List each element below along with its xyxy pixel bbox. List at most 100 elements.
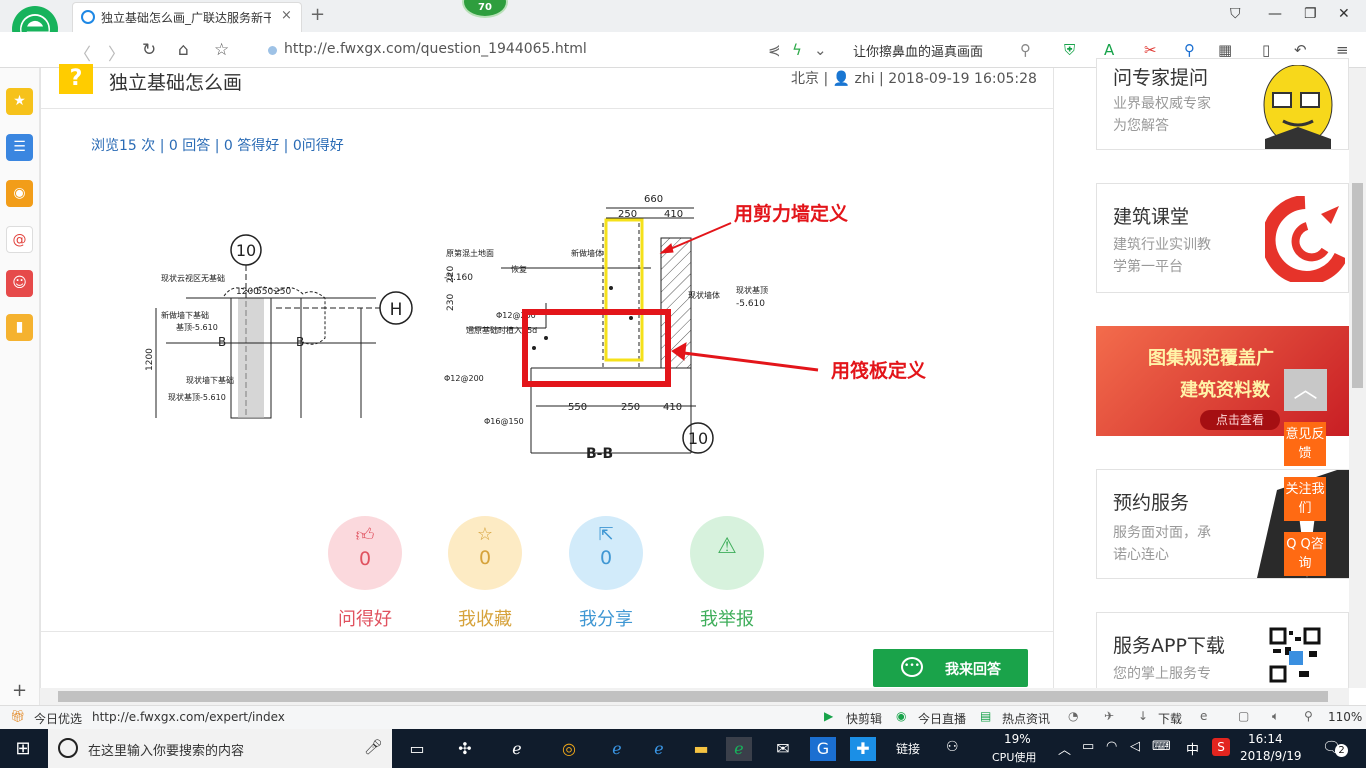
action-report-button[interactable]: ⚠ (690, 516, 764, 590)
drawing-label: Φ16@150 (484, 417, 524, 426)
ie-app-icon[interactable]: ℯ (512, 739, 522, 758)
undo-icon[interactable]: ↶ (1294, 41, 1307, 59)
speed-icon[interactable]: ◔ (1068, 709, 1079, 723)
microphone-icon[interactable]: 🎤︎ (364, 738, 384, 756)
shield-icon[interactable]: ⛨ (1064, 41, 1076, 59)
search-icon[interactable]: ⚲ (1020, 41, 1031, 59)
new-tab-button[interactable]: + (310, 4, 326, 25)
status-item[interactable]: 下载 (1158, 712, 1183, 726)
weibo-icon[interactable]: ◉ (6, 180, 33, 207)
status-item[interactable]: 热点资讯 (1002, 712, 1051, 726)
scissors-icon[interactable]: ✂ (1144, 41, 1157, 59)
back-to-top-button[interactable]: ︿ (1284, 369, 1327, 411)
warning-icon: ⚠ (717, 534, 737, 559)
favorite-icon[interactable]: ☆ (214, 40, 230, 60)
share-icon[interactable]: ⋞ (768, 41, 781, 59)
translate-icon[interactable]: A (1104, 41, 1115, 59)
plus-app-icon[interactable]: ✚ (850, 737, 876, 761)
card-title: 服务APP下载 (1113, 635, 1225, 657)
mail-app-icon[interactable]: ✉ (776, 739, 790, 758)
task-view-icon[interactable]: ▭ (409, 739, 425, 758)
sogou-icon[interactable]: S (1212, 738, 1230, 756)
site-info-icon[interactable] (268, 46, 277, 55)
phone-icon[interactable]: ▯ (1262, 41, 1271, 59)
answer-button[interactable]: ••• 我来回答 (873, 649, 1028, 687)
add-icon[interactable]: + (12, 680, 28, 701)
shirt-icon[interactable]: ⛉ (1230, 6, 1241, 22)
zoom-icon[interactable]: ⚲ (1304, 709, 1313, 723)
volume-icon[interactable]: 🔈︎ (1272, 709, 1280, 723)
game-icon[interactable]: ☺ (6, 270, 33, 297)
lightning-icon[interactable]: ϟ (792, 41, 802, 59)
clock-time[interactable]: 16:14 (1248, 732, 1283, 746)
windows-start-icon[interactable]: ⊞ (15, 738, 31, 759)
taskbar-search-input[interactable]: 在这里输入你要搜索的内容 (88, 744, 245, 759)
banner-atlas[interactable]: 图集规范覆盖广 建筑资料数 点击查看 (1096, 326, 1349, 436)
qq-consult-button[interactable]: Q Q咨询 (1284, 532, 1326, 576)
glodon-app-icon[interactable]: G (810, 737, 836, 761)
links-toolbar[interactable]: 链接 (896, 742, 921, 756)
refresh-icon[interactable]: ↻ (142, 40, 157, 60)
close-window-icon[interactable]: ✕ (1338, 6, 1350, 22)
status-item[interactable]: 快剪辑 (846, 712, 883, 726)
notification-badge[interactable]: 70 (462, 0, 508, 18)
search-input[interactable]: 让你擦鼻血的逼真画面 (853, 45, 984, 60)
tray-chevron-icon[interactable]: ︿ (1058, 743, 1072, 758)
battery-icon[interactable]: ▭ (1082, 739, 1095, 754)
news-icon[interactable]: ☰ (6, 134, 33, 161)
wifi-icon[interactable]: ◠ (1106, 739, 1118, 754)
card-course[interactable]: 建筑课堂 建筑行业实训教 学第一平台 (1096, 183, 1349, 293)
share-icon: ⇱ (598, 524, 614, 545)
action-share-label[interactable]: 我分享 (579, 609, 633, 630)
zoom-level[interactable]: 110% (1328, 710, 1363, 724)
status-item[interactable]: 今日直播 (918, 712, 967, 726)
maximize-icon[interactable]: ❐ (1304, 6, 1317, 22)
address-input[interactable]: http://e.fwxgx.com/question_1944065.html (284, 41, 587, 57)
favorites-icon[interactable]: ★ (6, 88, 33, 115)
fan-app-icon[interactable]: ✣ (458, 739, 472, 758)
banner-cta[interactable]: 点击查看 (1200, 410, 1280, 430)
magnifier-icon[interactable]: ⚲ (1184, 41, 1195, 59)
browser-360-icon[interactable]: ℯ (726, 737, 752, 761)
clock-date[interactable]: 2018/9/19 (1240, 749, 1302, 763)
people-icon[interactable]: ⚇ (946, 739, 959, 755)
action-share-button[interactable]: ⇱ 0 (569, 516, 643, 590)
vertical-scrollbar[interactable] (1349, 68, 1366, 688)
tab-close-icon[interactable]: × (281, 8, 292, 23)
apps-icon[interactable]: ▦ (1218, 41, 1233, 59)
foundation-drawing: 10 1200 1200 550 250 B B 现状云视区无基础 新做墙下基础… (145, 194, 926, 462)
action-collect-label[interactable]: 我收藏 (458, 609, 512, 630)
home-icon[interactable]: ⌂ (178, 40, 189, 60)
follow-button[interactable]: 关注我们 (1284, 477, 1326, 521)
minimize-icon[interactable]: — (1268, 6, 1282, 22)
chevron-down-icon[interactable]: ⌄ (814, 41, 827, 59)
vertical-scroll-thumb[interactable] (1352, 183, 1363, 388)
keyboard-icon[interactable]: ⌨ (1152, 739, 1171, 754)
action-collect-button[interactable]: ☆ 0 (448, 516, 522, 590)
back-icon[interactable]: 〈 (74, 45, 91, 65)
spiral-app-icon[interactable]: ◎ (562, 739, 576, 758)
pin-icon[interactable]: ✈ (1104, 709, 1115, 723)
action-like-label[interactable]: 问得好 (338, 609, 392, 630)
today-picks-link[interactable]: 今日优选 (34, 712, 83, 726)
action-report-label[interactable]: 我举报 (700, 609, 754, 630)
menu-icon[interactable]: ≡ (1336, 41, 1349, 59)
tab-active[interactable]: 独立基础怎么画_广联达服务新干线 × (72, 2, 302, 32)
feedback-button[interactable]: 意见反馈 (1284, 422, 1326, 466)
action-like-button[interactable]: 👍︎ 0 (328, 516, 402, 590)
horizontal-scrollbar[interactable] (40, 688, 1349, 705)
ie-icon[interactable]: e (1200, 709, 1208, 723)
card-expert[interactable]: 问专家提问 业界最权威专家 为您解答 (1096, 58, 1349, 150)
card-app[interactable]: 服务APP下载 您的掌上服务专 (1096, 612, 1349, 688)
forward-icon[interactable]: 〉 (108, 45, 125, 65)
mail-icon[interactable]: @ (6, 226, 33, 253)
ime-indicator[interactable]: 中 (1186, 743, 1200, 758)
ie11-icon[interactable]: ℯ (654, 739, 664, 758)
notes-icon[interactable]: ▮ (6, 314, 33, 341)
window-icon[interactable]: ▢ (1238, 709, 1250, 723)
horizontal-scroll-thumb[interactable] (58, 691, 1328, 702)
taskbar-search[interactable]: 在这里输入你要搜索的内容 🎤︎ (48, 729, 392, 768)
volume-icon[interactable]: ◁ (1130, 739, 1140, 754)
edge-icon[interactable]: ℯ (612, 739, 622, 758)
file-explorer-icon[interactable]: ▬ (693, 739, 709, 758)
